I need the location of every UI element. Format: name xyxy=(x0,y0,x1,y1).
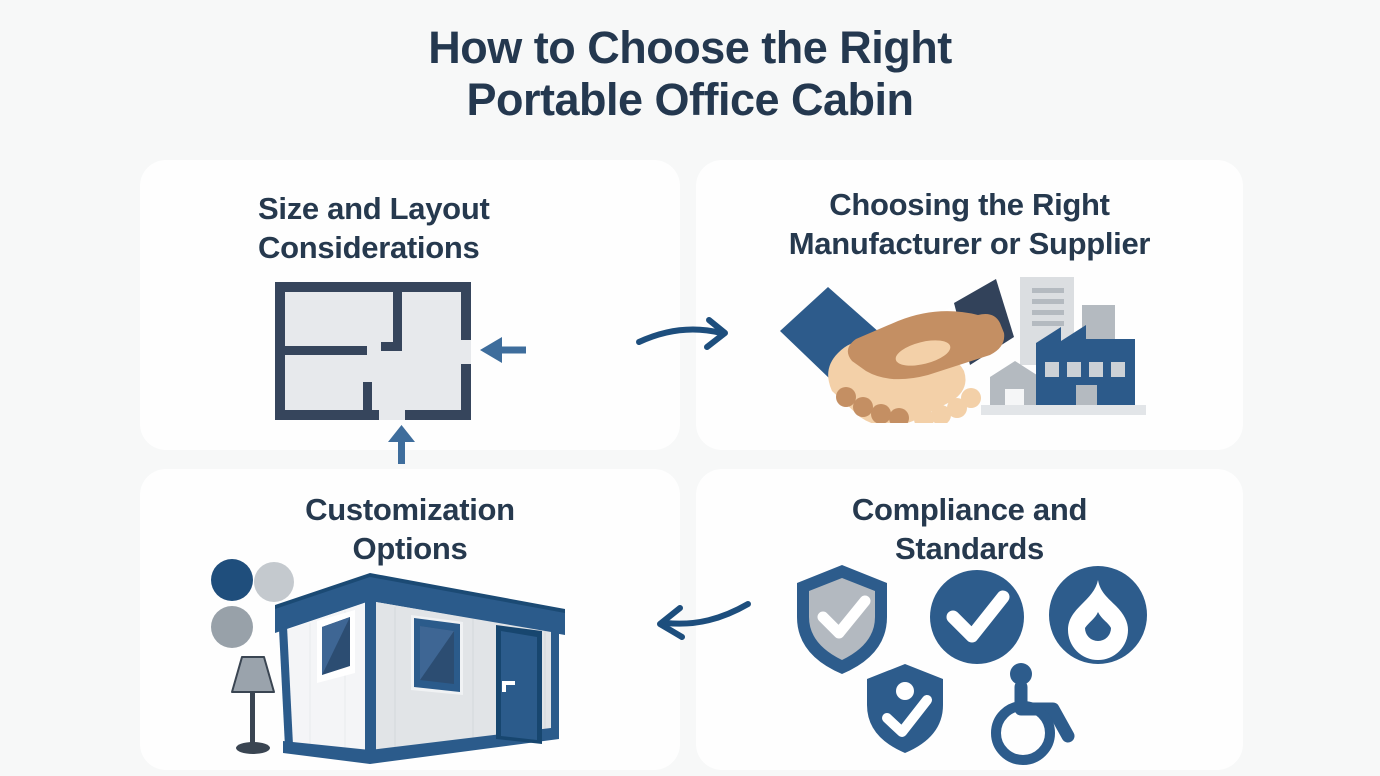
portable-cabin-icon xyxy=(275,573,565,764)
fire-icon xyxy=(1049,566,1147,664)
curved-arrow-right-icon xyxy=(636,317,728,350)
color-swatches-icon xyxy=(211,559,294,648)
arrow-left-icon xyxy=(480,337,526,363)
heading-line: Manufacturer or Supplier xyxy=(788,226,1151,262)
shield-check-icon xyxy=(797,565,887,674)
heading-line: Standards xyxy=(895,531,1044,567)
handshake-and-factory-illustration xyxy=(780,277,1146,423)
factory-buildings-icon xyxy=(981,277,1146,415)
floor-lamp-icon xyxy=(231,656,275,754)
heading-line: Customization xyxy=(305,492,515,527)
heading-line: Size and Layout xyxy=(258,191,490,226)
heading-line: Considerations xyxy=(258,230,480,266)
floor-plan-icon xyxy=(275,282,471,420)
arrow-up-icon xyxy=(388,425,415,464)
circle-check-icon xyxy=(930,570,1024,664)
page-title: How to Choose the Right Portable Office … xyxy=(0,22,1380,126)
badge-check-icon xyxy=(867,664,943,753)
heading-line: Options xyxy=(352,531,468,567)
heading-line: Choosing the Right xyxy=(829,187,1110,222)
compliance-icons-illustration xyxy=(797,565,1147,765)
wheelchair-accessibility-icon xyxy=(991,663,1075,765)
cabin-customization-illustration xyxy=(211,559,565,764)
page-title-line-1: How to Choose the Right xyxy=(428,22,952,73)
heading-line: Compliance and xyxy=(851,492,1088,527)
handshake-icon xyxy=(780,279,1014,423)
page-title-line-2: Portable Office Cabin xyxy=(466,74,914,126)
curved-arrow-left-icon xyxy=(657,601,751,640)
